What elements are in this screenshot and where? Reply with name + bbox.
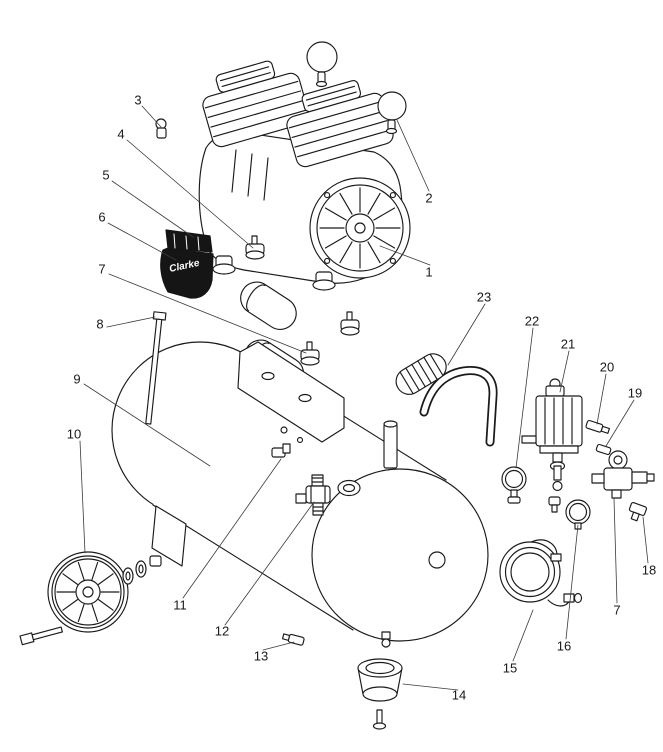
wheel-washers bbox=[122, 555, 162, 585]
tank-leg bbox=[151, 505, 187, 567]
part-label-7-right: 7 bbox=[613, 602, 621, 618]
part-label-18: 18 bbox=[641, 562, 657, 578]
fan-shroud bbox=[309, 177, 411, 279]
pressure-switch bbox=[521, 378, 583, 454]
part-label-10: 10 bbox=[66, 426, 82, 442]
pressure-gauge-small bbox=[501, 466, 527, 504]
plug-fitting bbox=[548, 496, 561, 513]
cylinder-head-left bbox=[202, 60, 310, 148]
regulator bbox=[591, 450, 655, 499]
coiled-hose bbox=[499, 539, 583, 607]
handle-grip bbox=[395, 353, 447, 395]
vibration-mount-top-left bbox=[306, 41, 338, 88]
part-label-8: 8 bbox=[96, 316, 104, 332]
part-label-4: 4 bbox=[117, 126, 125, 142]
part-label-11: 11 bbox=[173, 597, 187, 613]
fitting-20 bbox=[585, 419, 610, 434]
wheel bbox=[47, 551, 129, 633]
rubber-mount-b bbox=[340, 311, 360, 336]
mounting-bolt bbox=[145, 311, 167, 425]
handle-post bbox=[383, 420, 398, 469]
sealing-ring bbox=[337, 479, 361, 497]
drain-fitting-13 bbox=[281, 633, 305, 646]
part-label-23: 23 bbox=[476, 289, 492, 305]
part-label-3: 3 bbox=[134, 92, 142, 108]
part-label-13: 13 bbox=[253, 648, 269, 664]
fitting-19 bbox=[595, 443, 612, 456]
part-label-12: 12 bbox=[214, 623, 230, 639]
fitting-18 bbox=[628, 501, 648, 522]
inlet-fitting bbox=[155, 118, 167, 139]
part-label-19: 19 bbox=[627, 385, 643, 401]
elbow-fitting-11 bbox=[271, 443, 291, 458]
rubber-mount-c bbox=[300, 341, 320, 366]
motor-bracket bbox=[237, 341, 345, 444]
air-filter-housing: Clarke bbox=[160, 229, 214, 299]
part-label-6: 6 bbox=[98, 209, 106, 225]
check-valve bbox=[295, 474, 331, 516]
part-label-7-left: 7 bbox=[98, 261, 106, 277]
part-label-14: 14 bbox=[451, 687, 467, 703]
part-label-15: 15 bbox=[502, 660, 518, 676]
vibration-mount-top-right bbox=[377, 91, 407, 135]
silencer-cylinder-upper bbox=[240, 281, 297, 330]
part-label-5: 5 bbox=[102, 167, 110, 183]
handle-tube bbox=[419, 365, 498, 447]
cylinder-head-right bbox=[286, 80, 394, 168]
part-label-20: 20 bbox=[599, 359, 615, 375]
foot-screw bbox=[372, 709, 387, 730]
safety-valve bbox=[549, 452, 566, 492]
tank-drain bbox=[381, 631, 391, 648]
part-label-1: 1 bbox=[425, 264, 433, 280]
rubber-mount-a bbox=[245, 235, 265, 260]
axle-bolt bbox=[19, 626, 63, 646]
rubber-foot bbox=[357, 658, 403, 702]
part-label-21: 21 bbox=[560, 336, 576, 352]
part-label-9: 9 bbox=[73, 371, 81, 387]
part-label-22: 22 bbox=[524, 313, 540, 329]
part-label-2: 2 bbox=[425, 190, 433, 206]
leader-lines bbox=[79, 105, 649, 691]
part-label-16: 16 bbox=[556, 638, 572, 654]
